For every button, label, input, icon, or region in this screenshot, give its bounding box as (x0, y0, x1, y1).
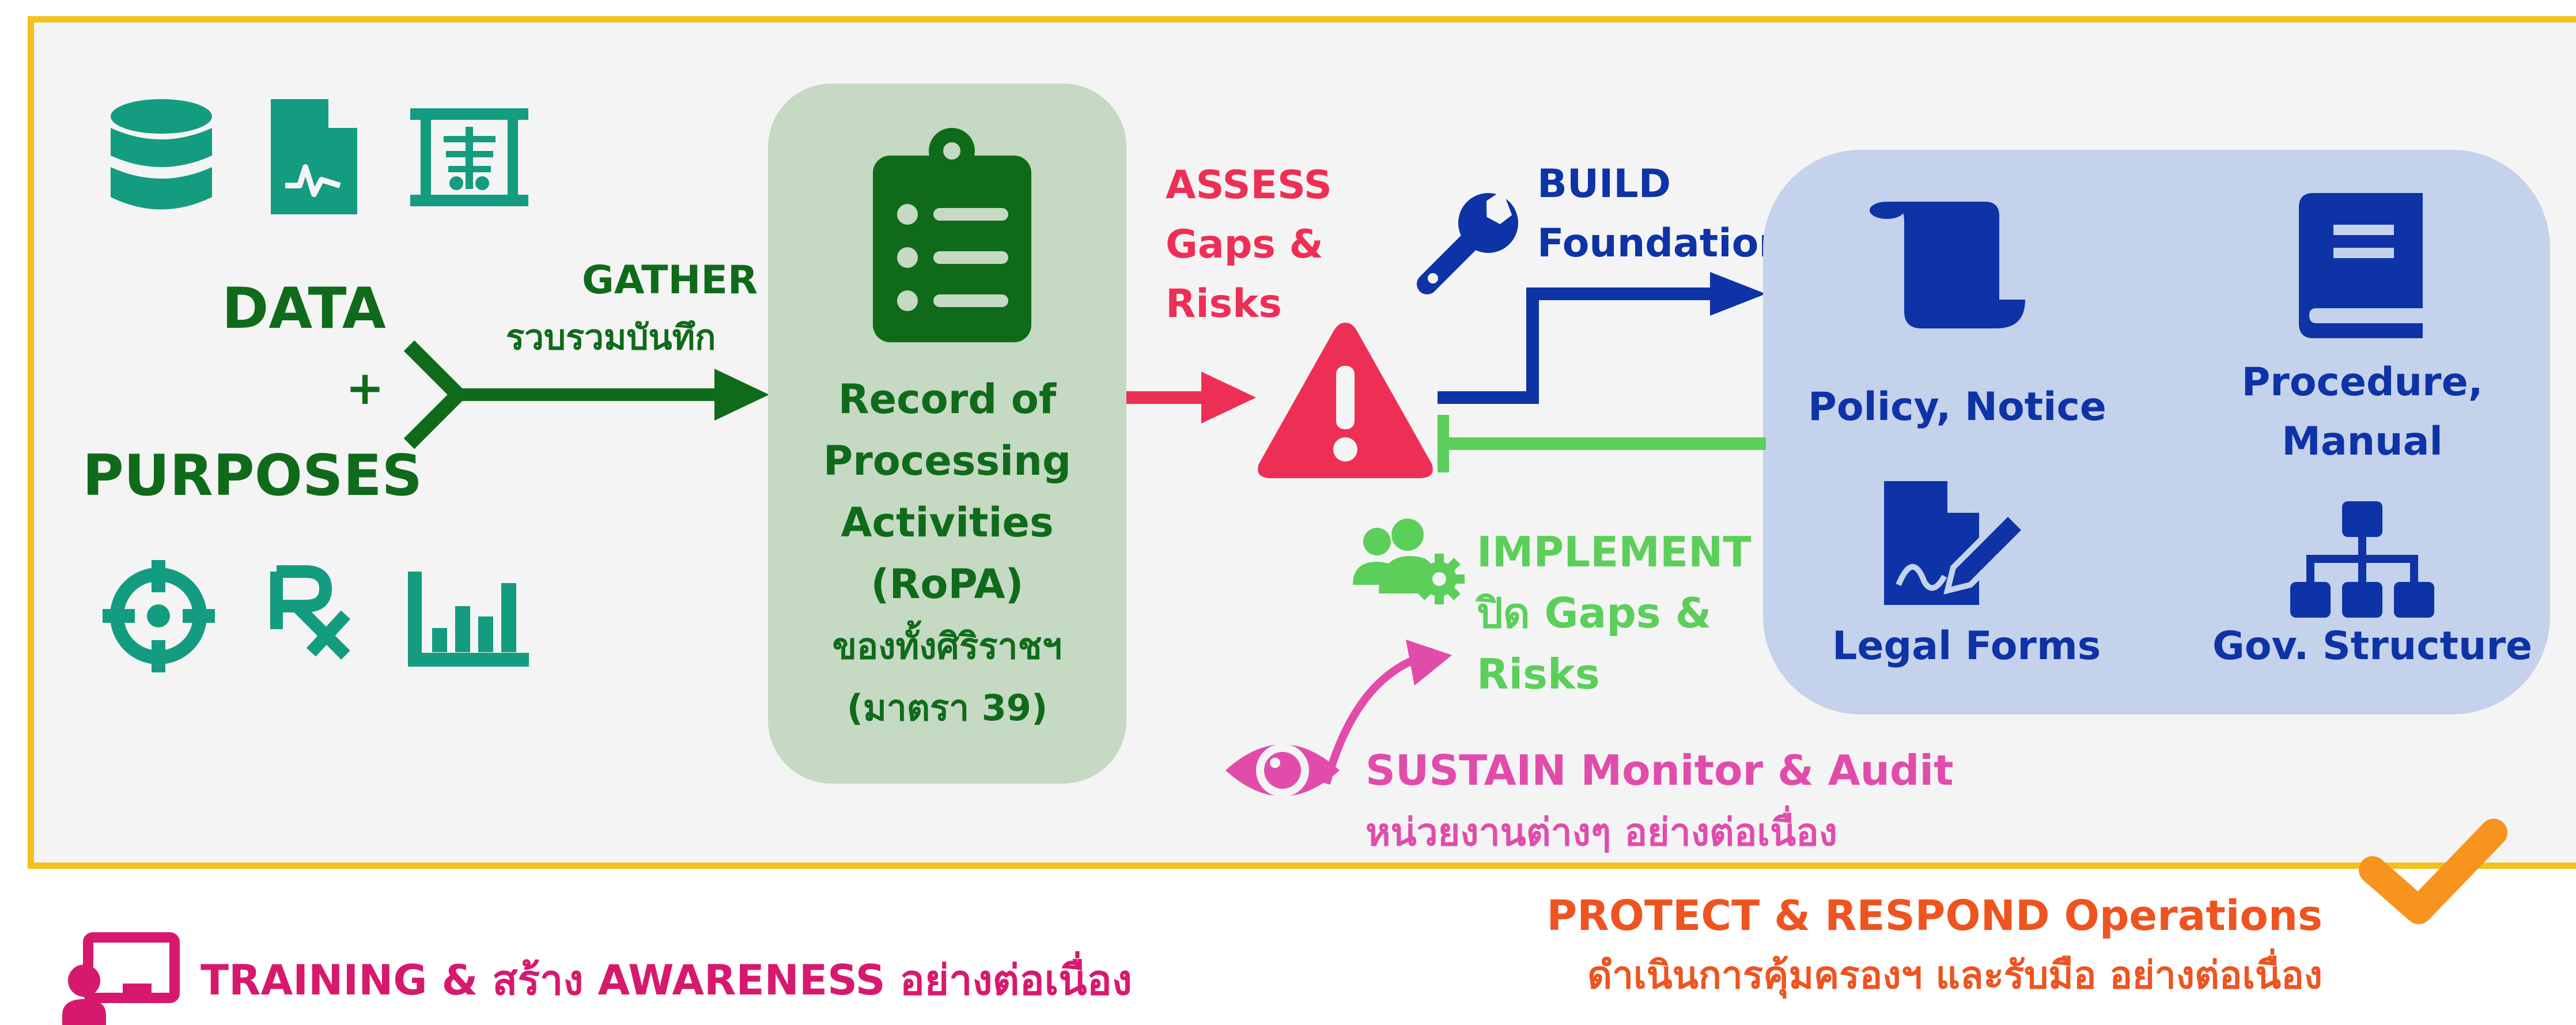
warning-triangle-icon (1258, 323, 1433, 478)
data-label: DATA (222, 276, 386, 342)
implement-label: IMPLEMENT ปิด Gaps & Risks (1477, 528, 1752, 698)
ropa-title: Record of Processing Activities (RoPA) ข… (823, 376, 1072, 729)
sustain-title: SUSTAIN Monitor & Audit (1365, 746, 1954, 795)
assess-label: ASSESS Gaps & Risks (1166, 162, 1332, 327)
book-icon (2299, 193, 2423, 338)
database-icon (111, 99, 212, 210)
scroll-icon (1870, 202, 2025, 328)
sustain-subtitle: หน่วยงานต่างๆ อย่างต่อเนื่อง (1365, 810, 1837, 854)
users-gear-icon (1353, 519, 1465, 604)
policy-notice-label: Policy, Notice (1808, 384, 2106, 430)
build-arrow (1438, 272, 1766, 404)
sustain-arrow (1322, 640, 1452, 785)
protect-title: PROTECT & RESPOND Operations (1546, 891, 2322, 940)
training-label: TRAINING & สร้าง AWARENESS อย่างต่อเนื่อ… (201, 956, 1132, 1004)
signed-document-icon (1884, 481, 2030, 605)
implement-feedback-arrow (1438, 415, 1766, 472)
gov-structure-label: Gov. Structure (2212, 623, 2533, 669)
bar-chart-icon (408, 572, 529, 667)
protect-subtitle: ดำเนินการคุ้มครองฯ และรับมือ อย่างต่อเนื… (1587, 953, 2322, 997)
wrench-icon (1417, 190, 1518, 294)
gather-subtitle: รวบรวมบันทึก (506, 317, 716, 358)
presenter-icon (62, 932, 180, 1025)
gather-title: GATHER (582, 258, 758, 303)
clipboard-list-icon (873, 128, 1031, 342)
org-chart-icon (2290, 501, 2434, 618)
purposes-label: PURPOSES (82, 443, 423, 509)
xray-icon (410, 108, 528, 206)
assess-arrow (1126, 372, 1256, 423)
eye-icon (1225, 744, 1340, 797)
procedure-manual-label: Procedure, Manual (2241, 360, 2483, 464)
prescription-icon (270, 565, 351, 660)
medical-file-icon (271, 99, 357, 214)
plus-sign: + (346, 361, 385, 415)
checkmark-icon (2359, 819, 2507, 924)
target-icon (103, 560, 215, 672)
gather-arrow (403, 340, 769, 449)
legal-forms-label: Legal Forms (1832, 623, 2101, 669)
